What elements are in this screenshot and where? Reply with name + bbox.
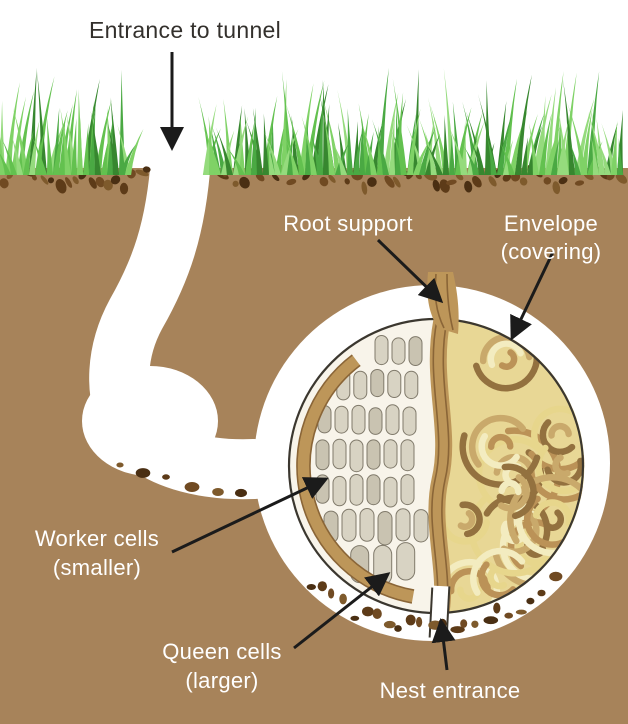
queen-cells-arrow [293, 572, 391, 650]
nest-entrance-arrow [431, 618, 456, 671]
root-support-arrow [376, 238, 444, 304]
nest-entrance-label: Nest entrance [380, 678, 521, 703]
annotation-arrows [160, 52, 555, 671]
root-support-label: Root support [283, 211, 413, 236]
queen-cells-label-line1: Queen cells [162, 639, 281, 664]
entrance-tunnel-label: Entrance to tunnel [89, 17, 281, 43]
nest-ball [287, 317, 585, 615]
brood-cells [315, 335, 429, 586]
worker-cells-label-line2: (smaller) [53, 555, 141, 580]
grass [0, 67, 624, 175]
worker-cells-label-line1: Worker cells [35, 526, 159, 551]
envelope-arrow [510, 251, 555, 341]
nest-entrance-hole [428, 585, 451, 639]
queen-cells-label-line2: (larger) [185, 668, 258, 693]
tunnel-floor-clods [116, 462, 247, 498]
worker-cells-arrow [171, 477, 329, 554]
envelope-label-line1: Envelope [504, 211, 598, 236]
annotation-labels: Entrance to tunnel Root support Envelope… [35, 17, 602, 703]
envelope-swirls [444, 334, 585, 614]
tunnel [82, 128, 284, 500]
envelope-label-line2: (covering) [501, 239, 602, 264]
comb-band-center [428, 320, 453, 612]
